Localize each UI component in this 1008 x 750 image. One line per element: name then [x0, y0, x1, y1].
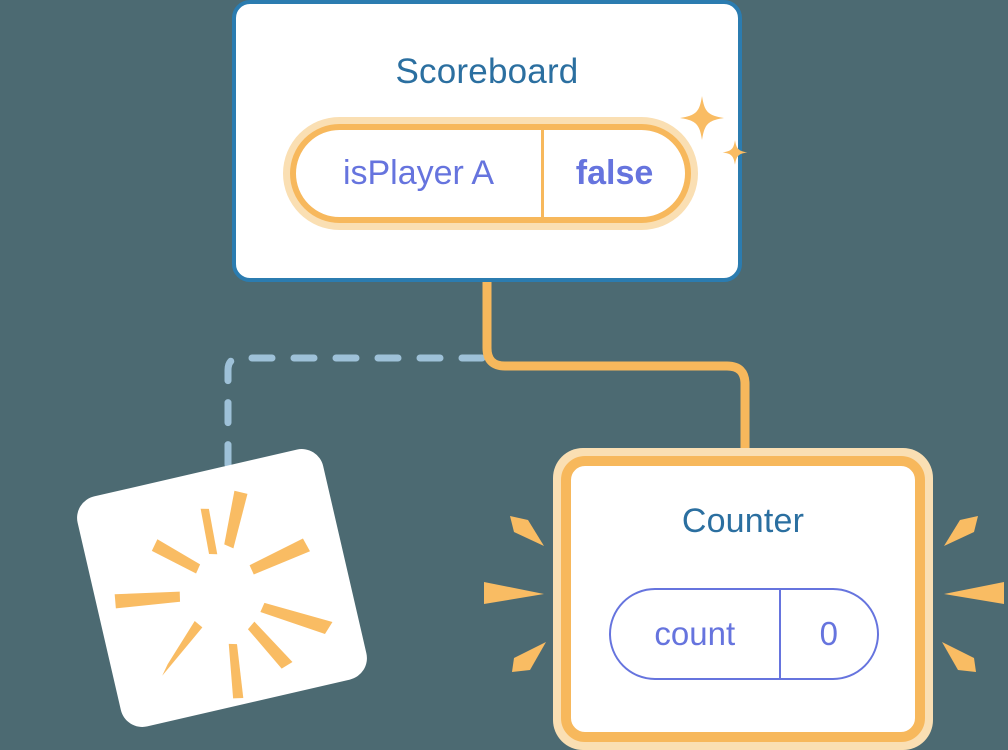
connector-scoreboard-to-ghost — [224, 354, 486, 476]
card-ghost-placeholder[interactable] — [72, 444, 372, 732]
connector-scoreboard-to-counter — [482, 282, 750, 462]
counter-title: Counter — [681, 502, 805, 540]
counter-property-key: count — [611, 590, 781, 678]
counter-rays-right — [942, 516, 1004, 672]
card-scoreboard[interactable]: Scoreboard isPlayer A false — [232, 0, 742, 282]
scoreboard-property-pill[interactable]: isPlayer A false — [283, 117, 698, 230]
scoreboard-property-key: isPlayer A — [296, 130, 545, 217]
burst-icon — [114, 490, 333, 699]
counter-property-pill[interactable]: count 0 — [609, 588, 879, 680]
counter-property-value: 0 — [819, 615, 838, 652]
card-counter[interactable]: Counter count 0 — [553, 448, 933, 750]
sparkle-icon — [680, 96, 748, 165]
scoreboard-property-value: false — [575, 154, 654, 192]
counter-rays-left — [484, 516, 546, 672]
scoreboard-title: Scoreboard — [395, 52, 579, 91]
